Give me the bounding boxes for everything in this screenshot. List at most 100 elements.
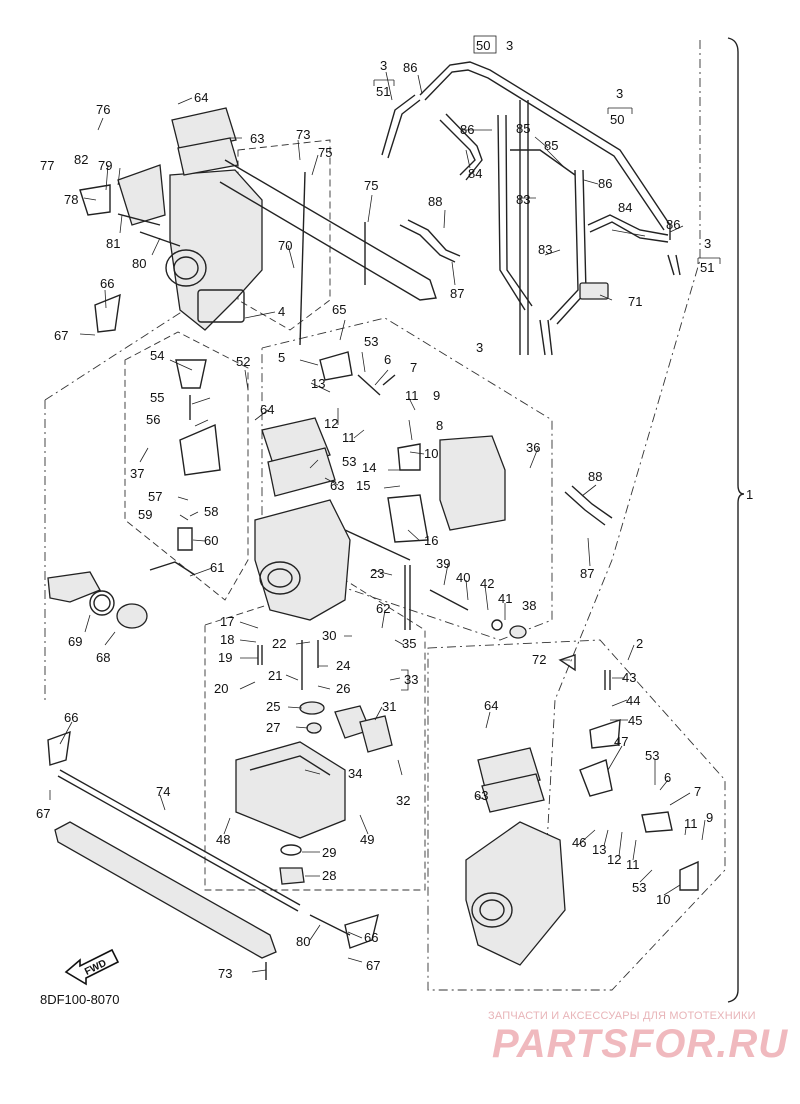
callout-83: 83 — [516, 192, 530, 207]
callout-57: 57 — [148, 489, 162, 504]
callout-66-c: 66 — [364, 930, 378, 945]
callout-7: 7 — [410, 360, 417, 375]
callout-58: 58 — [204, 504, 218, 519]
callout-48: 48 — [216, 832, 230, 847]
leader-lines — [49, 71, 706, 973]
callout-79: 79 — [98, 158, 112, 173]
callout-41: 41 — [498, 591, 512, 606]
callout-51-b: 51 — [700, 260, 714, 275]
callout-29: 29 — [322, 845, 336, 860]
callout-63-b: 63 — [330, 478, 344, 493]
upper-carburetor-body — [165, 107, 437, 331]
callout-23: 23 — [370, 566, 384, 581]
callout-69: 69 — [68, 634, 82, 649]
callout-63: 63 — [250, 131, 264, 146]
leader-assembly-1 — [544, 40, 701, 881]
watermark-logo: PARTSFOR.RU — [492, 1022, 789, 1066]
callout-6: 6 — [384, 352, 391, 367]
callout-4: 4 — [278, 304, 285, 319]
callout-46: 46 — [572, 835, 586, 850]
callout-39: 39 — [436, 556, 450, 571]
callout-66: 66 — [100, 276, 114, 291]
callout-10: 10 — [424, 446, 438, 461]
callout-11-c: 11 — [684, 816, 698, 831]
callout-5: 5 — [278, 350, 285, 365]
float-bowl — [235, 741, 346, 885]
callout-75: 75 — [318, 145, 332, 160]
callout-61: 61 — [210, 560, 224, 575]
fwd-arrow-icon: FWD — [64, 948, 120, 986]
callout-3-b: 3 — [506, 38, 513, 53]
subassembly-boundary-right — [427, 639, 726, 991]
callout-73: 73 — [296, 127, 310, 142]
callout-36: 36 — [526, 440, 540, 455]
callout-83-b: 83 — [538, 242, 552, 257]
callout-34: 34 — [348, 766, 362, 781]
callout-31: 31 — [382, 699, 396, 714]
callout-86-b: 86 — [460, 122, 474, 137]
callout-2: 2 — [636, 636, 643, 651]
throttle-bracket-upper — [79, 164, 181, 333]
callout-19: 19 — [218, 650, 232, 665]
callout-56: 56 — [146, 412, 160, 427]
callout-3: 3 — [380, 58, 387, 73]
callout-88: 88 — [428, 194, 442, 209]
callout-10-b: 10 — [656, 892, 670, 907]
callout-80-b: 80 — [296, 934, 310, 949]
callout-assembly-1: 1 — [746, 487, 753, 502]
callout-3-c: 3 — [616, 86, 623, 101]
callout-33: 33 — [404, 672, 418, 687]
callout-9: 9 — [433, 388, 440, 403]
callout-81: 81 — [106, 236, 120, 251]
callout-32: 32 — [396, 793, 410, 808]
callout-17: 17 — [220, 614, 234, 629]
callout-59: 59 — [138, 507, 152, 522]
callout-51: 51 — [376, 84, 390, 99]
callout-38: 38 — [522, 598, 536, 613]
assembly-bracket — [727, 37, 745, 1003]
callout-3-e: 3 — [476, 340, 483, 355]
callout-27: 27 — [266, 720, 280, 735]
callout-70: 70 — [278, 238, 292, 253]
leader-left-chain — [44, 299, 201, 700]
pump-diaphragm — [387, 494, 429, 543]
callout-84-b: 84 — [618, 200, 632, 215]
callout-85-b: 85 — [544, 138, 558, 153]
callout-68: 68 — [96, 650, 110, 665]
callout-18: 18 — [220, 632, 234, 647]
callout-35: 35 — [402, 636, 416, 651]
callout-78: 78 — [64, 192, 78, 207]
callout-67-b: 67 — [36, 806, 50, 821]
callout-64-b: 64 — [260, 402, 274, 417]
callout-75-b: 75 — [364, 178, 378, 193]
callout-50: 50 — [476, 38, 490, 53]
callout-42: 42 — [480, 576, 494, 591]
callout-12-b: 12 — [607, 852, 621, 867]
callout-3-d: 3 — [704, 236, 711, 251]
callout-28: 28 — [322, 868, 336, 883]
callout-11-d: 11 — [626, 857, 640, 872]
callout-85: 85 — [516, 121, 530, 136]
callout-82: 82 — [74, 152, 88, 167]
callout-44: 44 — [626, 693, 640, 708]
callout-54: 54 — [150, 348, 164, 363]
callout-60: 60 — [204, 533, 218, 548]
callout-53-b: 53 — [342, 454, 356, 469]
callout-24: 24 — [336, 658, 350, 673]
callout-66-b: 66 — [64, 710, 78, 725]
callout-11-b: 11 — [342, 430, 356, 445]
callout-13-b: 13 — [592, 842, 606, 857]
part-code: 8DF100-8070 — [40, 992, 120, 1007]
callout-86-d: 86 — [666, 217, 680, 232]
callout-55: 55 — [150, 390, 164, 405]
callout-13: 13 — [311, 376, 325, 391]
callout-80: 80 — [132, 256, 146, 271]
callout-62: 62 — [376, 601, 390, 616]
callout-52: 52 — [236, 354, 250, 369]
callout-20: 20 — [214, 681, 228, 696]
callout-88-b: 88 — [588, 469, 602, 484]
callout-86: 86 — [403, 60, 417, 75]
callout-87-b: 87 — [580, 566, 594, 581]
callout-16: 16 — [424, 533, 438, 548]
